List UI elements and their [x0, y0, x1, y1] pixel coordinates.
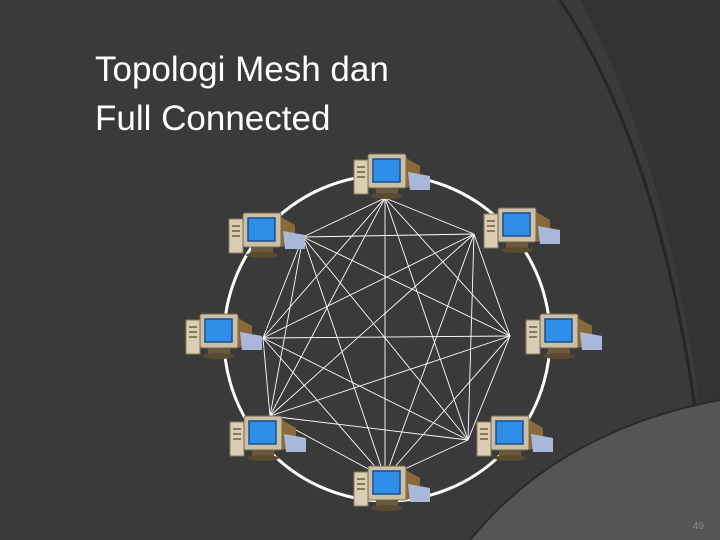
mesh-link: [269, 197, 386, 417]
mesh-link: [269, 335, 511, 417]
mesh-link: [302, 236, 386, 479]
mesh-link: [269, 236, 304, 417]
mesh-link: [302, 236, 511, 337]
mesh-link: [384, 197, 475, 235]
mesh-link: [262, 337, 386, 479]
mesh-link: [262, 233, 475, 339]
mesh-link: [302, 236, 469, 441]
mesh-link: [384, 335, 511, 479]
mesh-link: [384, 233, 475, 479]
mesh-link: [262, 335, 511, 339]
desktop-computer-icon: [185, 313, 263, 360]
mesh-link: [269, 233, 475, 417]
mesh-link: [262, 197, 386, 339]
slide-title-line-1: Topologi Mesh dan: [95, 50, 389, 89]
mesh-link: [384, 197, 511, 337]
mesh-link: [262, 337, 271, 417]
desktop-computer-icon: [353, 153, 431, 200]
desktop-computer-icon: [525, 313, 603, 360]
mesh-link: [473, 233, 511, 337]
desktop-computer-icon: [476, 415, 554, 462]
mesh-link: [302, 197, 386, 238]
desktop-computer-icon: [228, 212, 306, 259]
mesh-link: [262, 337, 469, 441]
desktop-computer-icon: [229, 415, 307, 462]
desktop-computer-icon: [483, 207, 561, 254]
mesh-links: [262, 197, 511, 479]
desktop-computer-icon: [353, 465, 431, 512]
mesh-link: [302, 233, 475, 238]
mesh-link: [262, 236, 304, 339]
mesh-link: [467, 335, 511, 441]
page-number: 49: [692, 521, 704, 532]
mesh-link: [467, 233, 475, 441]
mesh-link: [269, 415, 469, 441]
slide-title-line-2: Full Connected: [95, 99, 331, 138]
